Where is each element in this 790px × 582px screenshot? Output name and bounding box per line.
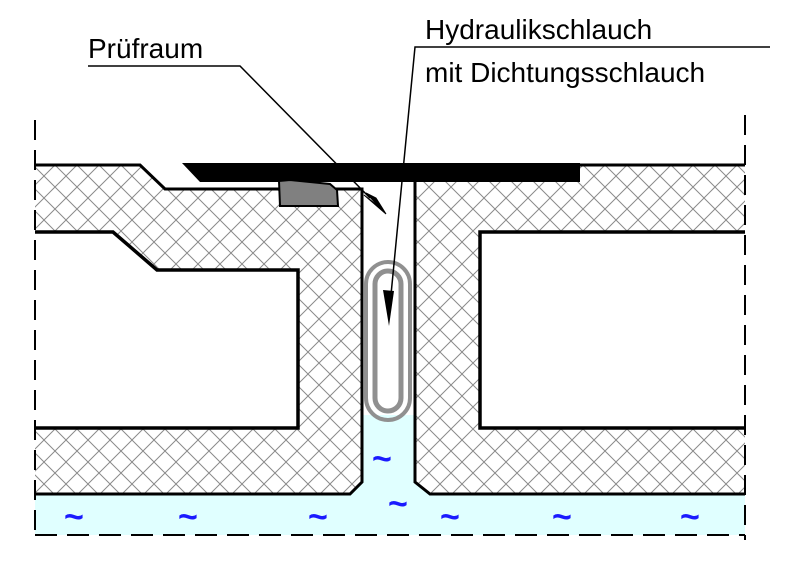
water-symbol: ~: [680, 498, 700, 536]
label-sealing-hose: mit Dichtungsschlauch: [425, 57, 705, 88]
water-symbol: ~: [308, 498, 328, 536]
label-test-space: Prüfraum: [88, 33, 203, 64]
test-space-arrowhead: [363, 192, 387, 215]
right-inner-contour: [478, 230, 745, 430]
water-symbol: ~: [178, 498, 198, 536]
water-symbol: ~: [440, 498, 460, 536]
water-symbol: ~: [552, 498, 572, 536]
test-space-leader: [88, 65, 371, 199]
hose-leader: [389, 46, 770, 306]
label-hydraulic-hose: Hydraulikschlauch: [425, 14, 652, 45]
water-region: [35, 415, 745, 535]
water-symbol: ~: [372, 440, 392, 478]
water-symbol: ~: [64, 498, 84, 536]
cover-plate: [182, 163, 580, 182]
water-symbol: ~: [388, 485, 408, 523]
hose-arrowhead: [383, 290, 394, 326]
sealing-hose-outer: [364, 260, 412, 422]
left-inner-contour: [35, 230, 300, 430]
hydraulic-hose-inner: [372, 268, 404, 414]
seal-profile: [277, 178, 340, 207]
